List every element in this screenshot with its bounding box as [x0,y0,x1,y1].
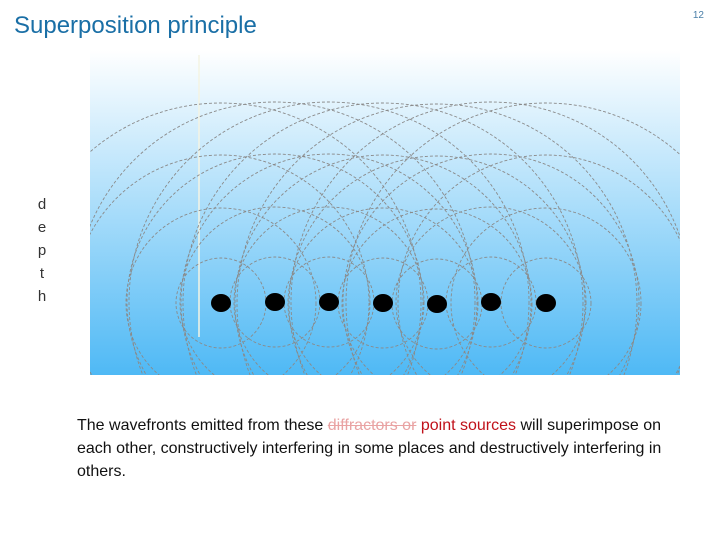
depth-label-letter: t [39,265,45,282]
wavefront-circle [345,102,680,375]
point-source [427,295,447,313]
wavefront-circle [450,207,642,375]
point-source [373,294,393,312]
wavefront-circle [395,206,587,375]
wavefront-circle [128,101,530,375]
slide-title: Superposition principle [14,12,257,39]
wavefront-diagram [90,50,680,375]
caption-start: The wavefronts emitted from these [77,417,328,434]
wavefront-circle [290,101,680,375]
point-source [265,293,285,311]
wavefront-circle [341,208,533,375]
wavefront-circle [342,153,640,375]
wavefront-circle [236,103,638,375]
wavefront-circle [125,207,317,375]
wavefront-circle [397,154,680,375]
point-source [211,294,231,312]
caption-end: will superimpose on each other, construc… [77,417,662,480]
caption-highlight-text: point sources [420,417,517,434]
wavefront-circle [234,154,532,375]
depth-label-letter: h [37,288,47,305]
depth-label-letter: p [37,242,47,259]
caption-struck-text: diffractors or [327,417,417,434]
wavefront-circle [500,257,592,349]
wavefront-circle [233,206,425,375]
page-number: 12 [692,10,704,21]
wavefront-circle [182,102,584,375]
water-background [90,50,680,375]
depth-label-letter: d [37,196,47,213]
wavefront-circle [90,101,476,375]
point-source [536,294,556,312]
point-source [481,293,501,311]
depth-label-letter: e [37,219,47,236]
wavefront-circle [179,206,371,375]
wavefront-circle [126,153,424,375]
point-source [319,293,339,311]
wavefront-circle [180,153,478,375]
wavefront-circle [90,102,422,375]
wavefront-circle [287,207,479,375]
wavefront-circle [288,155,586,375]
point-source-group [211,293,556,313]
caption-text: The wavefronts emitted from these diffra… [77,414,677,483]
wavefront-circle [90,154,370,375]
